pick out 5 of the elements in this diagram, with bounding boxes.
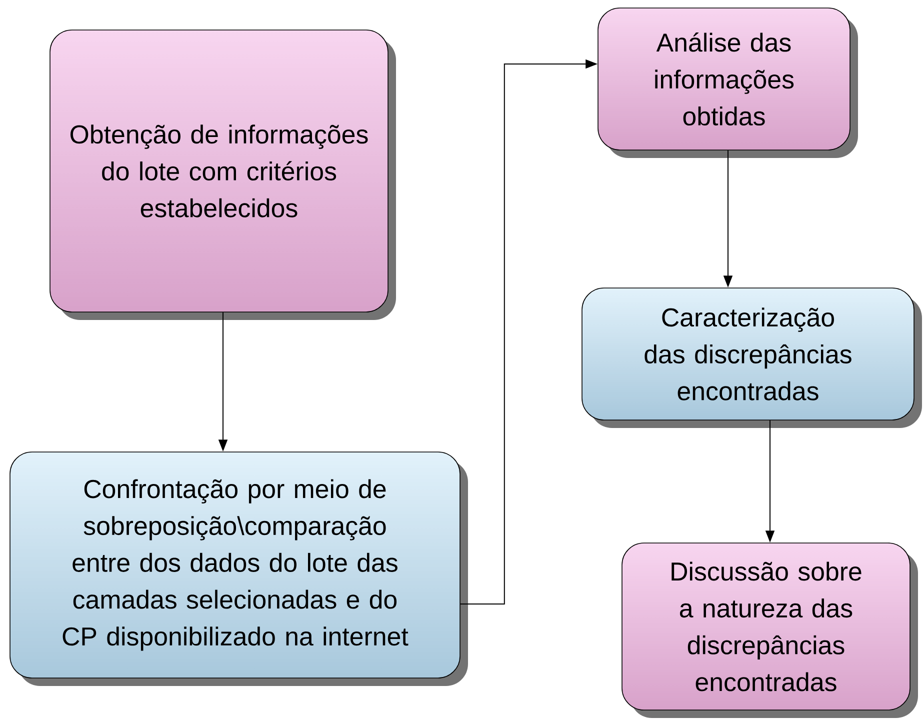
process-box: Obtenção de informações do lote com critérios estabelecidos	[50, 30, 396, 320]
process-box: Confrontação por meio de sobreposição\comparação entre dos dados do lote das camadas selecionadas e do CP disponibilizado na internet	[10, 452, 468, 686]
process-box: Análise das informações obtidas	[598, 8, 858, 158]
process-box: Discussão sobre a natureza das discrepâncias encontradas	[622, 542, 918, 718]
process-box: Caracterização das discrepâncias encontradas	[582, 288, 922, 428]
